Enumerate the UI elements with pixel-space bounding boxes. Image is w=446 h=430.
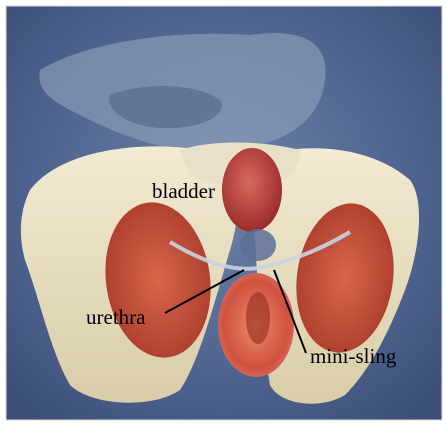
bladder-organ — [222, 148, 282, 232]
bladder-label: bladder — [152, 181, 215, 202]
urethra-opening — [240, 229, 276, 261]
urethra-label: urethra — [86, 307, 145, 328]
mini-sling-label: mini-sling — [310, 346, 396, 367]
lower-tissue-inner — [246, 292, 270, 344]
